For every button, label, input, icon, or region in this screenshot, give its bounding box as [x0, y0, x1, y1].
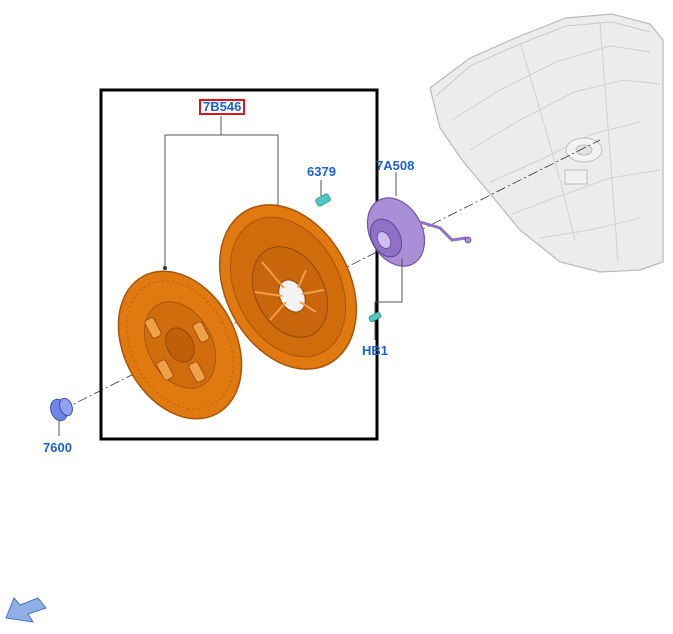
clutch-disc[interactable] — [94, 250, 266, 440]
transmission-housing — [429, 13, 664, 273]
back-arrow-icon[interactable] — [5, 597, 47, 623]
pilot-bearing[interactable] — [48, 396, 75, 436]
callout-pilot-bearing[interactable]: 7600 — [43, 440, 72, 455]
callout-clutch-kit[interactable]: 7B546 — [199, 99, 246, 115]
callout-bleed-screw[interactable]: HB1 — [362, 343, 389, 358]
clutch-kit-group-frame — [99, 88, 379, 441]
leader-dot — [163, 266, 167, 270]
callout-bolt[interactable]: 6379 — [307, 164, 336, 179]
bleed-screw[interactable] — [368, 311, 382, 340]
concentric-slave-cylinder[interactable] — [356, 172, 472, 318]
bolt[interactable] — [315, 180, 331, 207]
callout-slave-cylinder[interactable]: 7A508 — [376, 158, 415, 173]
pressure-plate[interactable] — [192, 181, 383, 393]
